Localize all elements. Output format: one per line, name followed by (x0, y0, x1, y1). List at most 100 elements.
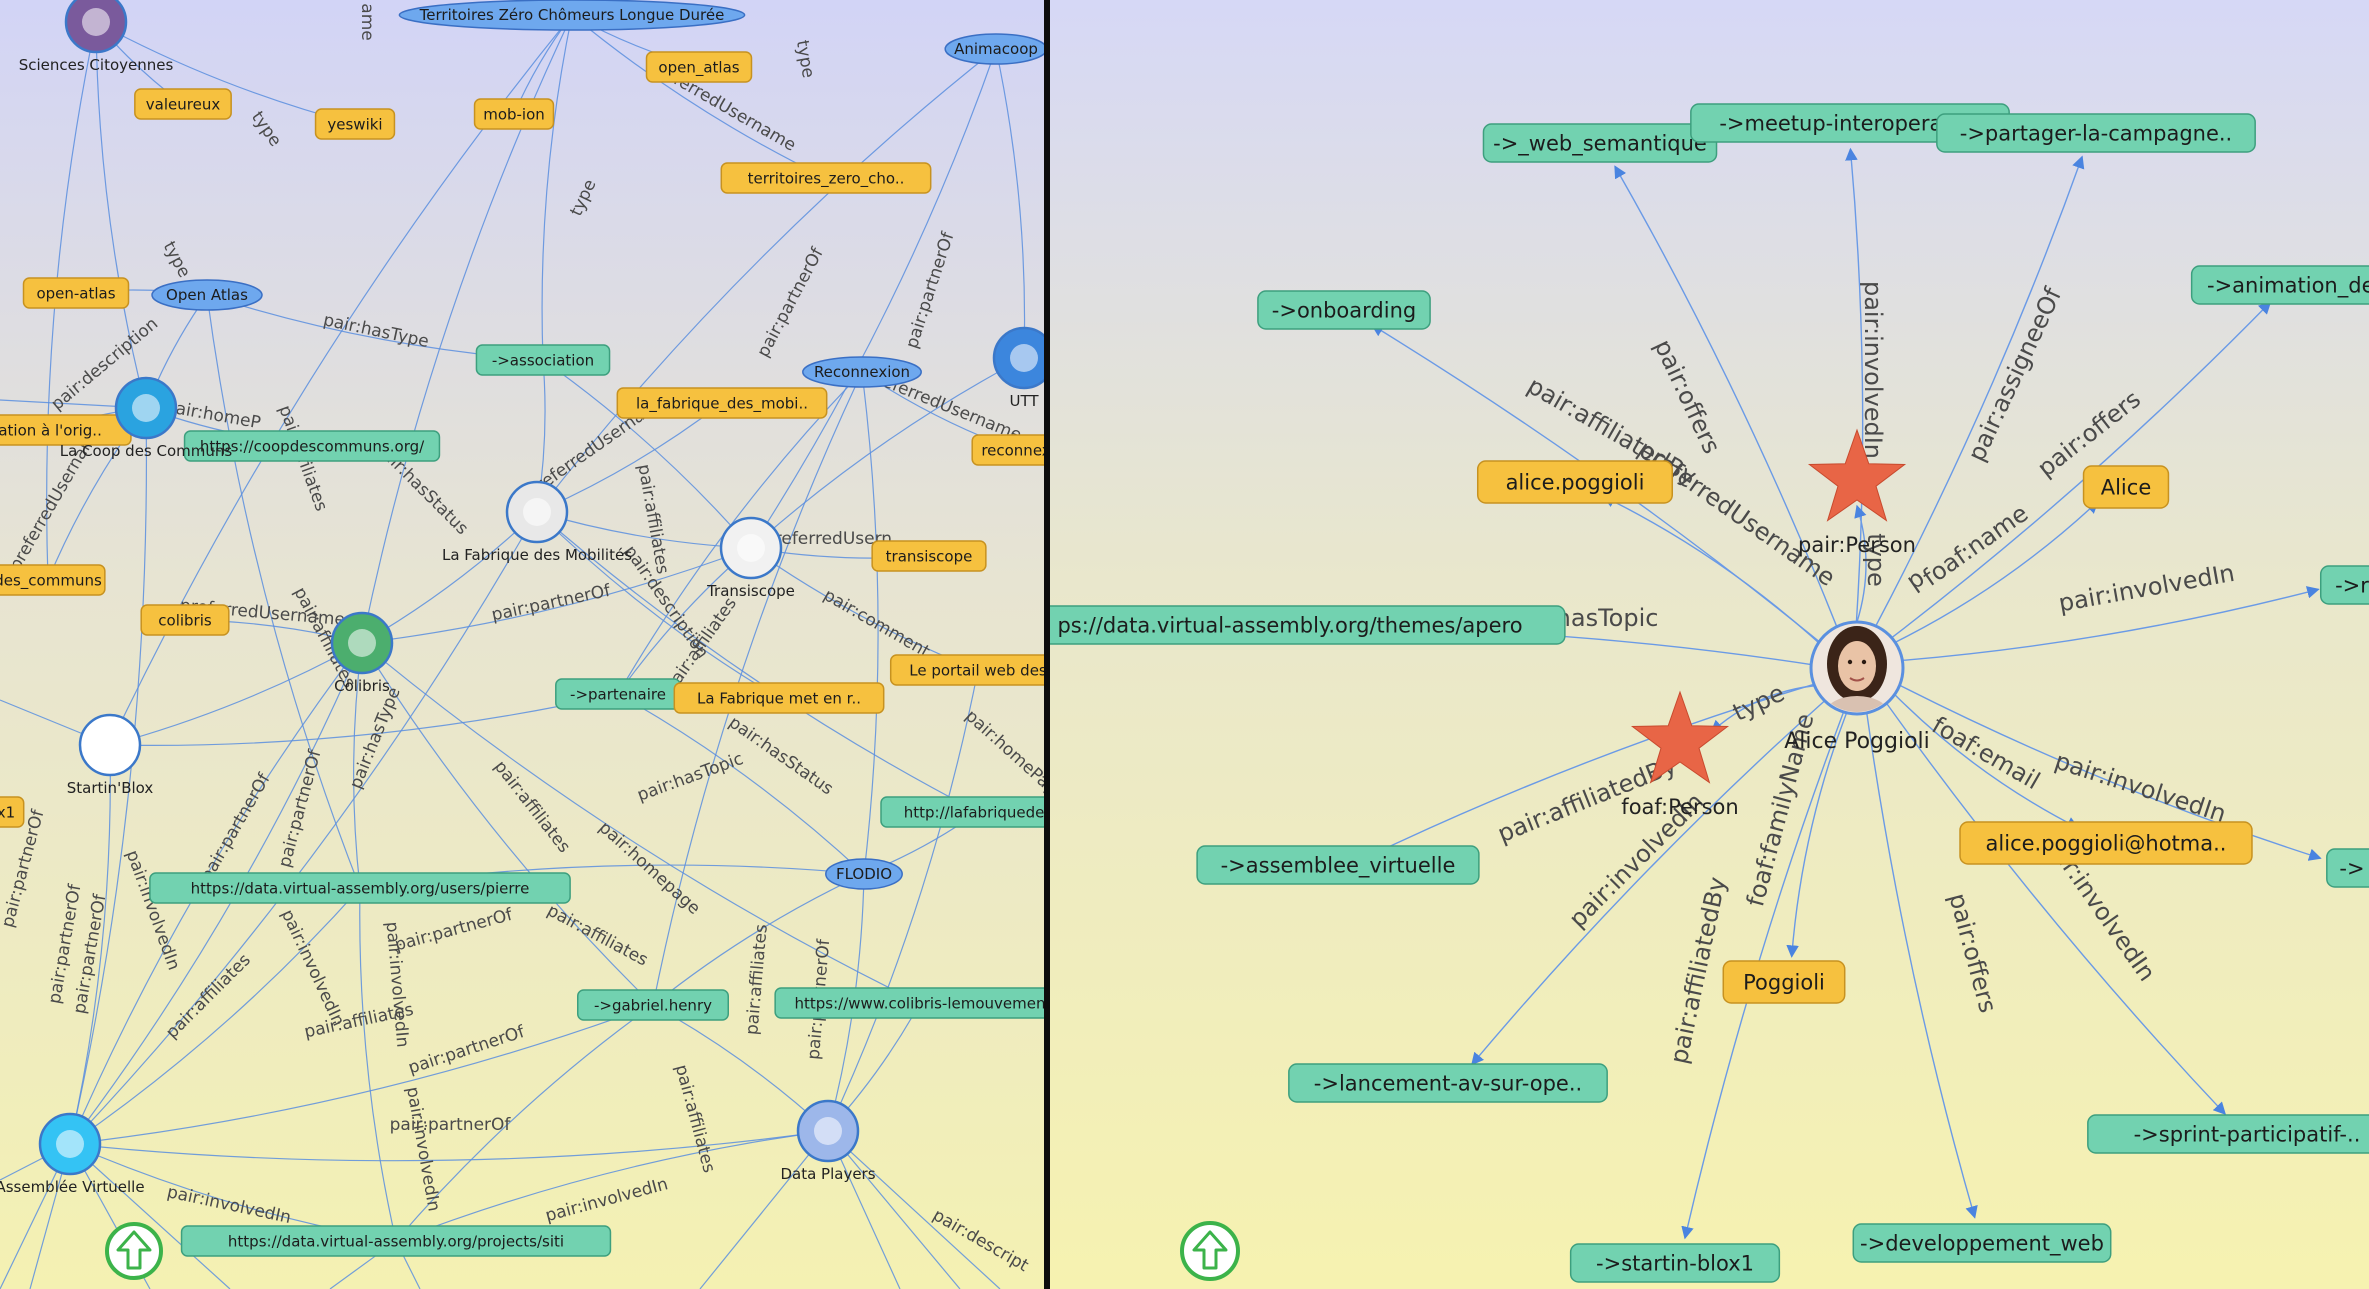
edge-label: pair:homepage (595, 818, 704, 919)
node-valeureux[interactable]: valeureux (134, 88, 232, 120)
pane-divider[interactable] (1044, 0, 1050, 1289)
node-gabriel-henry[interactable]: ->gabriel.henry (577, 989, 729, 1021)
node-des-communs[interactable]: des_communs (0, 564, 106, 596)
graph-edge (542, 359, 752, 549)
node-developpement-web[interactable]: ->developpement_web (1852, 1223, 2112, 1263)
graph-edge (1602, 495, 1820, 644)
logo-icon (1010, 344, 1038, 372)
node-animation-de[interactable]: ->animation_de_ (2190, 265, 2369, 305)
node-http-lafabriquedes[interactable]: http://lafabriquedes (880, 796, 1044, 828)
node-web-semantique[interactable]: ->_web_semantique (1482, 123, 1718, 163)
node-r[interactable]: ->r (2319, 565, 2369, 605)
node-reconnex[interactable]: reconnex (971, 434, 1044, 466)
edge-label: pair:partnerOf (902, 229, 959, 351)
node-alice-poggioli-hotma[interactable]: alice.poggioli@hotma.. (1959, 821, 2253, 865)
node-https-data-virtual-assembly-org-projects[interactable]: https://data.virtual-assembly.org/projec… (180, 1225, 612, 1257)
node-territoires-zero-cho[interactable]: territoires_zero_cho.. (720, 162, 932, 194)
upload-button-left[interactable]: upload (105, 1222, 163, 1280)
node-https-data-virtual-assembly-org-users-pi[interactable]: https://data.virtual-assembly.org/users/… (149, 872, 571, 904)
edge-label: pair:affiliatedBy (1665, 874, 1732, 1066)
node-open-atlas[interactable]: open-atlas (22, 277, 130, 309)
node-label: Sciences Citoyennes (19, 56, 174, 74)
node-poggioli[interactable]: Poggioli (1722, 960, 1846, 1004)
node-assembl-e-virtuelle[interactable]: Assemblée Virtuelle (0, 1112, 145, 1196)
node-data-players[interactable]: Data Players (780, 1099, 876, 1183)
node-colibris[interactable]: Colibris (330, 611, 394, 695)
node-label: ->partenaire (570, 685, 666, 703)
node-label: ->gabriel.henry (594, 996, 712, 1014)
edge-label: pair:involvedIn (402, 1085, 444, 1213)
node-startin-blox[interactable]: Startin'Blox (67, 713, 154, 797)
node-sciences-citoyennes[interactable]: Sciences Citoyennes (19, 0, 174, 74)
logo-icon (132, 394, 160, 422)
node-pair-person[interactable]: pair:Person (1798, 428, 1916, 557)
graph-edge (1786, 712, 1848, 958)
graph-edge (206, 294, 362, 890)
node-label: La Fabrique met en r.. (697, 689, 861, 707)
edge-label: type (566, 176, 600, 219)
node-utt[interactable]: UTT (992, 326, 1044, 410)
node-alice-poggioli[interactable]: alice.poggioli (1476, 460, 1674, 504)
node-yeswiki[interactable]: yeswiki (314, 108, 396, 140)
node-transiscope[interactable]: transiscope (871, 540, 987, 572)
edge-label: preferredUsername (1633, 435, 1840, 592)
node-association[interactable]: ->association (475, 344, 611, 376)
node-label: ->startin-blox1 (1596, 1252, 1754, 1276)
node-open-atlas[interactable]: open_atlas (645, 51, 753, 83)
edge-label: pair:hasStatus (725, 713, 837, 800)
node-assemblee-virtuelle[interactable]: ->assemblee_virtuelle (1196, 845, 1480, 885)
node-label: Startin'Blox (67, 779, 154, 797)
node-label: -> (2339, 857, 2364, 881)
node-x1[interactable]: x1 (0, 796, 25, 828)
node-label: https://www.colibris-lemouvemen (795, 994, 1044, 1012)
node-colibris[interactable]: colibris (140, 604, 230, 636)
left-graph-canvas[interactable]: preferredUsernametypetypetypetypeamepair… (0, 0, 1044, 1289)
node-label: ->assemblee_virtuelle (1221, 854, 1456, 879)
graph-edge (652, 873, 865, 1006)
node-transiscope[interactable]: Transiscope (706, 516, 795, 600)
node-la-fabrique-met-en-r[interactable]: La Fabrique met en r.. (673, 682, 885, 714)
node-label: reconnex (981, 441, 1044, 459)
node-open-atlas[interactable]: Open Atlas (151, 279, 263, 311)
upload-button-right[interactable]: upload (1180, 1221, 1240, 1281)
node-sprint-participatif[interactable]: ->sprint-participatif-.. (2087, 1114, 2369, 1154)
node-ps-data-virtual-assembly-org-themes-aper[interactable]: ps://data.virtual-assembly.org/themes/ap… (1050, 605, 1566, 645)
node-https-coopdescommuns-org[interactable]: https://coopdescommuns.org/ (183, 430, 441, 462)
node-la-coop-des-communs[interactable]: La Coop des Communs (60, 376, 233, 460)
right-graph-canvas[interactable]: pair:involvedInpair:offerspair:affiliate… (1050, 0, 2369, 1289)
graph-edge (1885, 702, 2227, 1115)
logo-icon (737, 534, 765, 562)
node-flodio[interactable]: FLODIO (825, 858, 903, 890)
node-label: ps://data.virtual-assembly.org/themes/ap… (1057, 614, 1522, 638)
node-la-fabrique-des-mobilit-s[interactable]: La Fabrique des Mobilités (442, 480, 632, 564)
graph-edge (537, 14, 573, 362)
node-la-fabrique-des-mobi[interactable]: la_fabrique_des_mobi.. (616, 387, 828, 419)
node-label: mob-ion (483, 105, 545, 123)
node-mob-ion[interactable]: mob-ion (473, 98, 555, 130)
node-lancement-av-sur-ope[interactable]: ->lancement-av-sur-ope.. (1288, 1063, 1608, 1103)
node-node[interactable]: -> (2326, 848, 2369, 888)
graph-edge (1710, 685, 1815, 733)
node-animacoop[interactable]: Animacoop (944, 33, 1044, 65)
node-alice[interactable]: Alice (2082, 465, 2170, 509)
node-territoires-z-ro-ch-meurs-longue-dur-e[interactable]: Territoires Zéro Chômeurs Longue Durée (398, 0, 746, 31)
node-label: des_communs (0, 571, 102, 590)
node-partager-la-campagne[interactable]: ->partager-la-campagne.. (1936, 113, 2256, 153)
graph-edge (536, 48, 997, 513)
node-alice-poggioli[interactable]: Alice Poggioli (1784, 620, 1930, 754)
node-reconnexion[interactable]: Reconnexion (802, 356, 922, 388)
node-label: FLODIO (836, 865, 892, 883)
node-iation-l-orig[interactable]: iation à l'orig.. (0, 414, 132, 446)
graph-edge (109, 642, 363, 746)
node-partenaire[interactable]: ->partenaire (555, 678, 681, 710)
node-label: La Fabrique des Mobilités (442, 546, 632, 564)
node-https-www-colibris-lemouvemen[interactable]: https://www.colibris-lemouvemen (774, 987, 1044, 1019)
node-foaf-person[interactable]: foaf:Person (1621, 690, 1739, 819)
node-onboarding[interactable]: ->onboarding (1257, 290, 1431, 330)
edge-label: pair:hasTopic (635, 749, 746, 806)
node-startin-blox1[interactable]: ->startin-blox1 (1569, 1243, 1781, 1283)
node-label: alice.poggioli@hotma.. (1986, 832, 2227, 856)
node-le-portail-web-des[interactable]: Le portail web des (889, 654, 1044, 686)
